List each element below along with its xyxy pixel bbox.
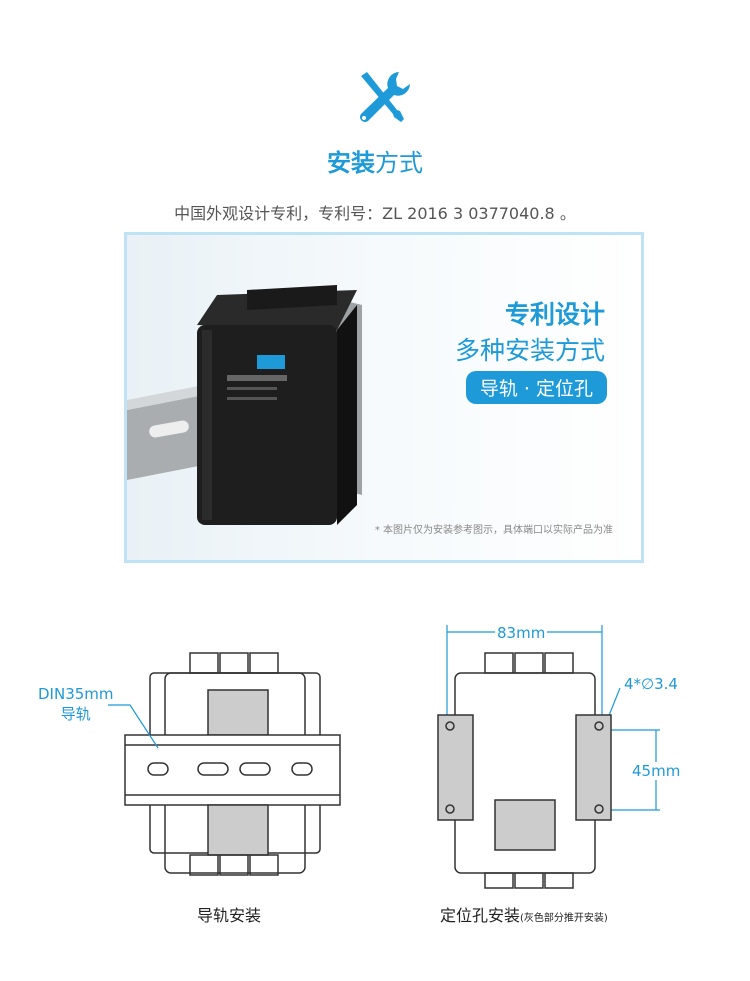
hole-mount-caption: 定位孔安装(灰色部分推开安装) (440, 906, 608, 925)
headline: 专利设计 (504, 300, 605, 329)
device-on-din-rail-image (127, 285, 362, 525)
width-dimension: 83mm (495, 624, 548, 642)
subheadline: 多种安装方式 (454, 336, 605, 365)
disclaimer-note: * 本图片仅为安装参考图示，具体端口以实际产品为准 (374, 525, 613, 536)
din-rail-leader-line (108, 704, 159, 749)
banner-panel: 专利设计 多种安装方式 导轨 · 定位孔 * 本图片仅为安装参考图示，具体端口以… (124, 232, 644, 563)
patent-text: 中国外观设计专利，专利号：ZL 2016 3 0377040.8 。 (174, 204, 576, 223)
rail-mount-caption: 导轨安装 (197, 906, 262, 925)
hole-spec: 4*∅3.4 (624, 675, 678, 693)
mounting-hole-drawing (437, 625, 660, 889)
section-title: 安装方式 (327, 149, 423, 177)
install-methods-badge: 导轨 · 定位孔 (465, 371, 607, 404)
din-rail-mount-drawing (124, 652, 341, 876)
height-dimension: 45mm (632, 762, 681, 780)
wrench-screwdriver-icon (355, 70, 413, 126)
